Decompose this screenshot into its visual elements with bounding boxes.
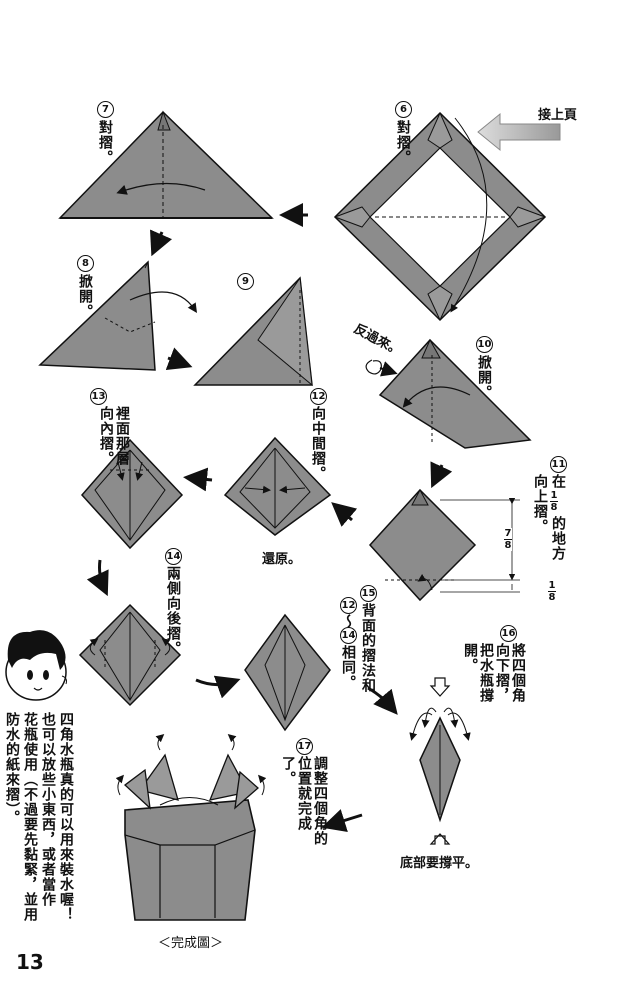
side-note-line-3: 花瓶使用（不過要先黏緊，並用 bbox=[22, 712, 38, 922]
step13-diagram bbox=[80, 438, 184, 550]
arrow-10-to-11 bbox=[430, 461, 453, 489]
step11-number: 11 bbox=[550, 456, 567, 473]
step13-text: 裡面那層向內摺。 bbox=[98, 406, 130, 466]
arrow-12-to-13 bbox=[183, 467, 213, 492]
step15-diagram bbox=[244, 613, 331, 732]
arrow-11-to-12 bbox=[331, 502, 358, 527]
step7-diagram bbox=[58, 110, 274, 219]
continue-label: 接上頁 bbox=[538, 108, 578, 123]
step12-number: 12 bbox=[310, 388, 327, 405]
step6-number: 6 bbox=[395, 101, 412, 118]
flip-arrow bbox=[365, 359, 382, 375]
step15-range-end: 14 bbox=[340, 627, 357, 644]
bottom-flat-label: 底部要撐平。 bbox=[400, 856, 479, 871]
step16-text: 將四個角向下摺，把水瓶撐開。 bbox=[462, 643, 526, 703]
step15-text2: 相同。 bbox=[340, 645, 356, 690]
arrow-13-to-14 bbox=[86, 559, 109, 597]
step15-number: 15 bbox=[360, 585, 377, 602]
step17-number: 17 bbox=[296, 738, 313, 755]
step13-number: 13 bbox=[90, 388, 107, 405]
step11-text-a: 在 bbox=[550, 474, 566, 489]
step9-number: 9 bbox=[237, 273, 254, 290]
complete-label: ＜完成圖＞ bbox=[158, 936, 224, 951]
arrow-8-to-9 bbox=[165, 347, 193, 370]
step7-number: 7 bbox=[97, 101, 114, 118]
step16-number: 16 bbox=[500, 625, 517, 642]
step11-text-c: 向上摺。 bbox=[532, 474, 548, 534]
side-note-line-4: 防水的紙來摺）。 bbox=[4, 712, 20, 825]
step8-diagram bbox=[38, 260, 197, 371]
character-avatar bbox=[5, 630, 67, 701]
step12-diagram bbox=[223, 436, 332, 536]
step10-number: 10 bbox=[476, 336, 493, 353]
step12-text: 向中間摺。 bbox=[310, 406, 326, 481]
arrow-7-to-8 bbox=[150, 229, 173, 257]
step14-number: 14 bbox=[165, 548, 182, 565]
step8-text: 掀開。 bbox=[77, 274, 93, 319]
step15-range-start: 12 bbox=[340, 597, 357, 614]
step9-diagram bbox=[193, 276, 313, 387]
arrow-15-to-16 bbox=[367, 686, 398, 715]
step6-diagram bbox=[333, 111, 547, 322]
side-note-line-2: 也可以放些小東西，或者當作 bbox=[40, 712, 56, 907]
step15-range-tilde: ～ bbox=[340, 614, 356, 629]
step17-text: 調整四個角的位置就完成了。 bbox=[280, 756, 328, 846]
page-number: 13 bbox=[16, 950, 44, 974]
step14-diagram bbox=[78, 603, 182, 707]
step11-diagram bbox=[368, 488, 520, 602]
step14-text: 兩側向後摺。 bbox=[165, 566, 181, 656]
continue-arrow bbox=[477, 112, 561, 152]
restore-label: 還原。 bbox=[262, 552, 302, 567]
step11-text-b: 的地方 bbox=[550, 516, 566, 561]
side-note-line-1: 四角水瓶真的可以用來裝水喔！ bbox=[58, 712, 74, 922]
step10-diagram bbox=[378, 338, 532, 449]
step7-text: 對摺。 bbox=[97, 120, 113, 165]
step8-number: 8 bbox=[77, 255, 94, 272]
step15-text: 背面的摺法和 bbox=[360, 603, 376, 693]
completed-vase bbox=[115, 734, 267, 921]
step16-diagram bbox=[409, 677, 471, 845]
arrow-14-to-15 bbox=[195, 675, 241, 699]
step6-text: 對摺。 bbox=[395, 120, 411, 165]
step10-text: 掀開。 bbox=[476, 355, 492, 400]
flip-arrow-tip bbox=[379, 361, 398, 377]
arrow-16-to-17 bbox=[321, 809, 363, 832]
